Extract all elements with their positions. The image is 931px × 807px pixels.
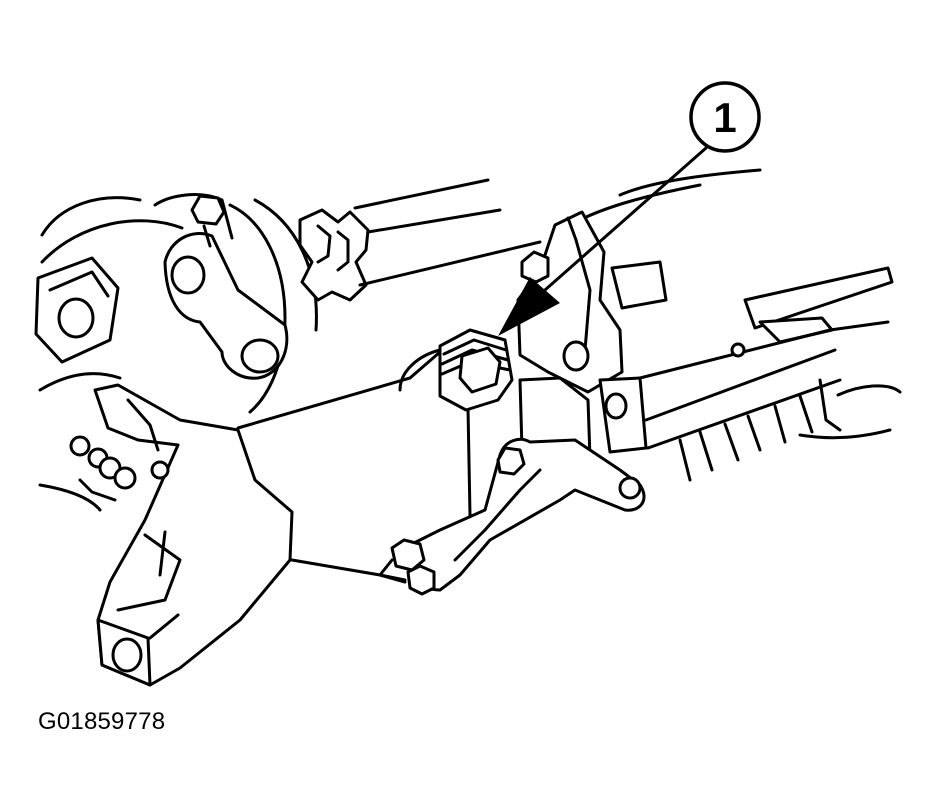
- drain-plug: [438, 328, 514, 412]
- mount-bracket: [93, 383, 294, 687]
- bolt-cluster: [69, 435, 170, 502]
- oil-pan: [638, 266, 902, 482]
- callout-circle: [689, 81, 761, 153]
- callout-leader-line: [543, 146, 708, 292]
- hose-clamp: [298, 178, 542, 302]
- callout-arrowhead: [498, 277, 560, 336]
- hex-nut: [34, 256, 120, 364]
- timing-cover: [38, 196, 318, 512]
- right-bracket: [516, 210, 668, 472]
- figure-id-label: G01859778: [38, 708, 166, 735]
- upper-bracket: [153, 193, 289, 380]
- lower-link: [378, 437, 646, 596]
- callout-number: 1: [713, 94, 736, 141]
